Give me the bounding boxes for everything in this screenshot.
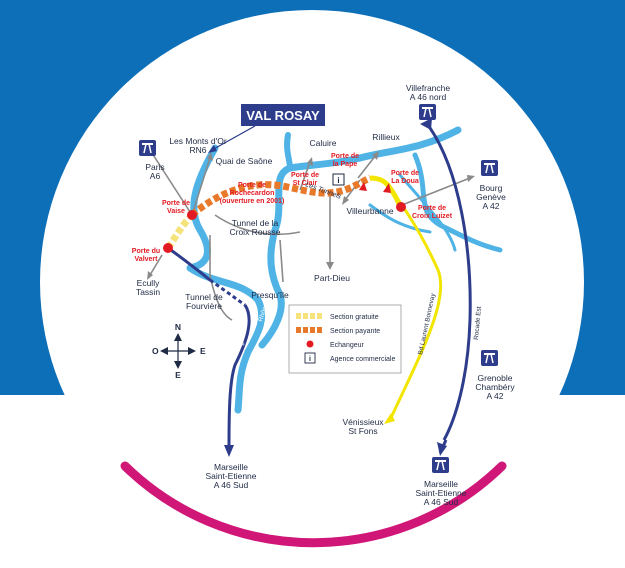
compass-rose: N E E O xyxy=(152,322,206,380)
motorway-sign-grenoble xyxy=(481,350,498,366)
arrow-a46-sud-left xyxy=(224,445,234,457)
interchange-croix-luizet xyxy=(396,202,406,212)
road-croix-rousse xyxy=(214,214,301,235)
road-caluire xyxy=(299,161,311,191)
arrow-rillieux xyxy=(372,151,379,160)
secondary-roads xyxy=(149,149,471,321)
road-monts-dor xyxy=(191,157,211,216)
arrow-part-dieu xyxy=(326,262,334,270)
highway-a7-south xyxy=(227,304,251,446)
label-quai-saone: Quai de Saône xyxy=(216,156,273,166)
highways xyxy=(167,124,472,454)
legend-swatch-agency xyxy=(304,352,316,364)
rocade-est xyxy=(426,124,472,441)
title-box: VAL ROSAY xyxy=(208,104,325,153)
label-caluire: Caluire xyxy=(310,138,337,148)
legend-label-free: Section gratuite xyxy=(330,314,379,321)
interchange-markers xyxy=(163,182,406,253)
road-ecully xyxy=(149,254,163,276)
road-rillieux xyxy=(357,154,377,179)
page-title: VAL ROSAY xyxy=(246,108,320,123)
road-presquile xyxy=(279,239,284,283)
label-rocade-est: Rocade Est xyxy=(473,306,483,340)
title-background xyxy=(241,104,325,126)
arrow-a46-sud-right xyxy=(437,442,447,456)
compass-arrow-w xyxy=(160,347,168,355)
agency-marker-symbol: i xyxy=(337,176,339,185)
river-rhone-upper xyxy=(284,132,293,171)
highway-a6-approach xyxy=(167,246,211,282)
canal-east xyxy=(412,152,503,253)
tunnel-fourviere-segment xyxy=(209,278,246,307)
arrow-caluire xyxy=(307,157,313,166)
legend-label-interchange: Echangeur xyxy=(330,342,365,349)
road-paris xyxy=(149,149,193,216)
title-pointer xyxy=(211,125,256,151)
white-disc xyxy=(40,10,584,554)
compass-e: E xyxy=(200,346,206,356)
arrow-ecully xyxy=(147,271,153,280)
label-villeurbanne: Villeurbanne xyxy=(346,206,393,216)
interchange-la-doua xyxy=(383,183,391,193)
canal-link xyxy=(368,203,432,234)
arrow-venissieux xyxy=(384,413,395,424)
agency-marker xyxy=(332,173,345,186)
legend-label-toll: Section payante xyxy=(330,328,380,335)
interchange-la-pape xyxy=(359,182,367,191)
magenta-arc xyxy=(120,461,507,548)
compass-arrow-s xyxy=(174,361,182,369)
motorway-sign-villefranche xyxy=(419,104,436,120)
motorway-sign-paris xyxy=(139,140,156,156)
canal-inner xyxy=(398,173,457,252)
highway-arrows xyxy=(224,118,447,457)
motorway-signs xyxy=(139,104,498,473)
arrow-villeurbanne xyxy=(342,196,349,205)
label-rillieux: Rillieux xyxy=(372,132,400,142)
motorway-sign-marseille xyxy=(432,457,449,473)
label-part-dieu: Part-Dieu xyxy=(314,273,350,283)
interchange-vaise xyxy=(187,210,197,220)
compass-s: E xyxy=(175,370,181,380)
arrow-bourg xyxy=(467,175,475,182)
motorway-sign-bourg xyxy=(481,160,498,176)
road-fourviere-link xyxy=(209,235,233,321)
compass-n: N xyxy=(175,322,181,332)
compass-arrow-n xyxy=(174,333,182,341)
legend: Section gratuite Section payante Echange… xyxy=(288,304,402,374)
legend-swatch-agency-symbol: i xyxy=(309,356,311,363)
arrow-monts-dor xyxy=(207,152,213,161)
compass-w: O xyxy=(152,346,159,356)
legend-swatch-interchange xyxy=(306,340,314,348)
interchange-valvert xyxy=(163,243,173,253)
legend-label-agency: Agence commerciale xyxy=(330,356,395,363)
arrow-a46-nord xyxy=(420,118,432,130)
title-pointer-arrow xyxy=(208,145,217,153)
compass-arrow-e xyxy=(188,347,196,355)
label-presquile: Presqu'île xyxy=(251,290,289,300)
road-bourg xyxy=(401,177,471,206)
section-toll xyxy=(189,174,372,218)
